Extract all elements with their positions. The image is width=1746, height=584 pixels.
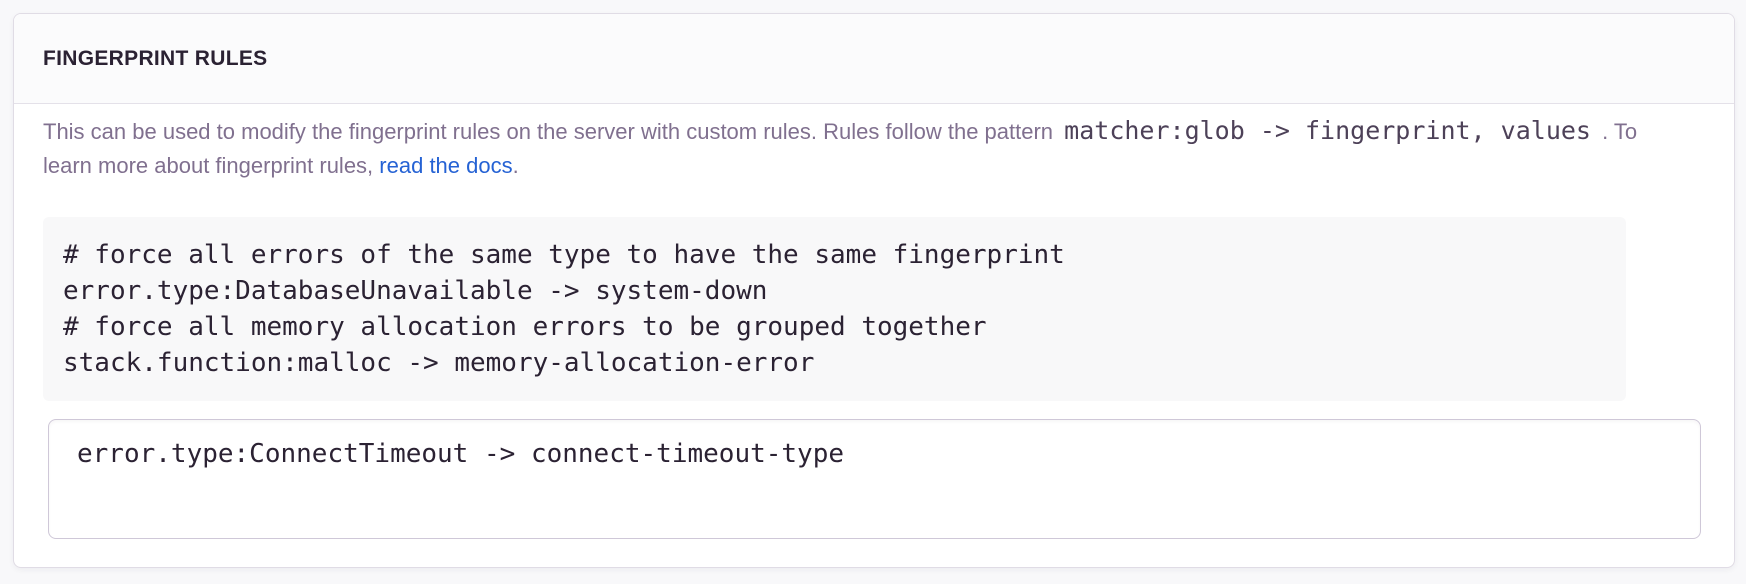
fingerprint-rules-textarea[interactable]: error.type:ConnectTimeout -> connect-tim… [48, 419, 1701, 539]
example-rules-code-block: # force all errors of the same type to h… [43, 217, 1626, 401]
description-text-start: This can be used to modify the fingerpri… [43, 119, 1054, 144]
description-text-end: . [512, 153, 519, 178]
panel-title: FINGERPRINT RULES [43, 46, 268, 70]
fingerprint-rules-panel: FINGERPRINT RULES This can be used to mo… [13, 13, 1735, 568]
panel-body: This can be used to modify the fingerpri… [14, 104, 1734, 567]
panel-header: FINGERPRINT RULES [14, 14, 1734, 104]
pattern-inline-code: matcher:glob -> fingerprint, values [1064, 116, 1591, 145]
description-text-middle: . To learn more about fingerprint rules, [43, 119, 1638, 178]
read-the-docs-link[interactable]: read the docs [379, 153, 513, 178]
description-paragraph: This can be used to modify the fingerpri… [43, 114, 1705, 183]
